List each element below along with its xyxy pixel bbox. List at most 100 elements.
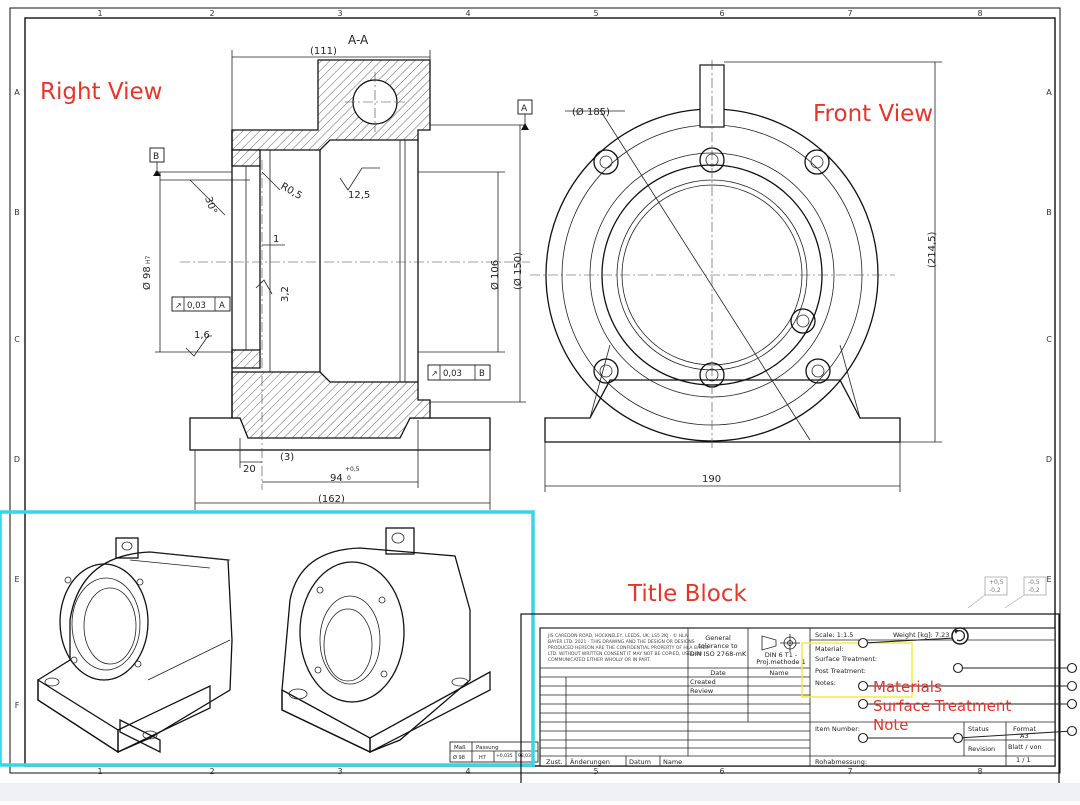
dim-radius: R0,5 — [279, 181, 304, 202]
surface-tol-a-lower: -0,2 — [989, 587, 1001, 594]
dim-step: 1 — [273, 234, 279, 245]
fit-table-max: 98,035 — [518, 753, 534, 759]
roughness-bore: 1,6 — [194, 330, 210, 341]
aenderungen-label: Änderungen — [570, 757, 610, 766]
title-block — [539, 627, 1056, 767]
surface-tol-b-upper: -0,5 — [1028, 579, 1040, 586]
zone-col-label: 5 — [593, 9, 598, 18]
dim-3: (3) — [280, 452, 294, 463]
section-label: A-A — [348, 33, 369, 47]
roughness-mid: 3,2 — [280, 286, 291, 302]
dim-bolt-circle: (Ø 185) — [572, 106, 610, 118]
surface-tol-a-upper: +0,5 — [989, 579, 1004, 586]
gdt-runout-b-ref: A — [219, 301, 225, 311]
dim-outer-dia: (Ø 150) — [512, 252, 524, 290]
isometric-highlight-box — [0, 510, 535, 767]
title-block-label: Title Block — [627, 581, 747, 607]
isometric-view-left — [37, 537, 233, 754]
dim-20: 20 — [243, 464, 256, 475]
rotate-icon — [951, 627, 969, 645]
zust-label: Zust. — [546, 758, 563, 766]
zone-row-label: B — [14, 208, 20, 217]
zone-col-label: 2 — [209, 767, 214, 776]
fit-table — [449, 741, 539, 763]
surface-tolerance-boxes — [967, 576, 1047, 609]
material-label: Material: — [815, 645, 844, 653]
zone-col-label: 4 — [465, 9, 470, 18]
general-tolerance-line-1: General — [705, 634, 731, 642]
materials-note-line-3: Note — [873, 716, 909, 734]
dim-94: 94 — [330, 473, 343, 484]
surface-treatment-label: Surface Treatment: — [815, 655, 877, 663]
zone-col-label: 2 — [209, 9, 214, 18]
date-header: Date — [710, 669, 726, 677]
dim-bore-fit: H7 — [145, 255, 152, 264]
zone-row-label: D — [14, 455, 20, 464]
section-view-a-a — [149, 50, 530, 510]
sheet-label: Blatt / von — [1008, 743, 1042, 751]
materials-note-line-2: Surface Treatment — [873, 697, 1011, 715]
zone-col-label: 3 — [337, 767, 342, 776]
zone-col-label: 8 — [977, 767, 982, 776]
annotation-connectors — [857, 637, 1078, 744]
item-number-label: Item Number: — [815, 725, 860, 733]
weight-label: Weight [kg]: 7.23 — [893, 631, 949, 639]
format-label: Format — [1013, 725, 1036, 733]
projection-line-1: DIN 6 T1 - — [765, 651, 798, 659]
general-tolerance-line-2: tolerance to — [698, 642, 737, 650]
dim-chamfer-angle: 30° — [202, 195, 218, 215]
rohabmessung-label: Rohabmessung: — [815, 758, 867, 766]
gdt-runout-symbol: ↗ — [175, 301, 182, 310]
roughness-top: 12,5 — [348, 190, 370, 201]
notes-label: Notes: — [815, 679, 836, 687]
post-treatment-label: Post Treatment: — [815, 667, 866, 675]
isometric-view-right — [281, 527, 491, 754]
zone-row-label: E — [14, 575, 19, 584]
fit-table-fit: H7 — [479, 755, 486, 761]
zone-col-label: 7 — [847, 9, 852, 18]
title-company-text: JIS CAREDON ROAD, HOCKNELEY, LEEDS, UK, … — [547, 632, 710, 663]
zone-row-label: A — [14, 88, 20, 97]
gdt-runout-a-value: 0,03 — [443, 369, 462, 379]
bottom-bar — [0, 783, 1080, 801]
zone-row-label: D — [1046, 455, 1052, 464]
zone-col-label: 8 — [977, 9, 982, 18]
dim-94-tol-lower: 0 — [347, 475, 351, 482]
general-tolerance-line-3: DIN ISO 2768-mK — [690, 650, 747, 658]
zone-col-label: 5 — [593, 767, 598, 776]
review-label: Review — [690, 687, 714, 695]
fit-table-header-mass: Maß — [454, 745, 466, 751]
zone-col-label: 1 — [97, 9, 102, 18]
scale-label: Scale: 1:1.5 — [815, 631, 853, 639]
front-view — [517, 60, 942, 492]
dim-width: 190 — [702, 474, 721, 485]
zone-row-label: E — [1046, 575, 1051, 584]
front-view-label: Front View — [813, 101, 933, 127]
dim-height: (214,5) — [927, 231, 938, 268]
dim-top-width: (111) — [310, 46, 337, 57]
name-header: Name — [769, 669, 788, 677]
gdt-runout-b-value: 0,03 — [187, 301, 206, 311]
gdt-runout-symbol-2: ↗ — [431, 369, 438, 378]
fit-table-header-passung: Passung — [476, 745, 499, 751]
zone-col-label: 1 — [97, 767, 102, 776]
zone-row-label: F — [15, 701, 20, 710]
sheet-value: 1 / 1 — [1016, 756, 1031, 764]
fit-table-tol: +0,035 — [496, 753, 513, 759]
datum-label: Datum — [629, 758, 651, 766]
materials-note-line-1: Materials — [873, 678, 942, 696]
datum-b-label: B — [153, 152, 159, 162]
zone-row-label: C — [1046, 335, 1052, 344]
dim-overall: (162) — [318, 494, 345, 505]
created-label: Created — [690, 678, 716, 686]
materials-highlight-box — [801, 642, 913, 698]
right-view-label: Right View — [40, 79, 162, 105]
datum-a-label: A — [521, 104, 528, 114]
zone-row-label: A — [1046, 88, 1052, 97]
fit-table-dia: Ø 98 — [453, 754, 465, 761]
projection-line-2: Proj.methode 1 — [756, 658, 806, 666]
